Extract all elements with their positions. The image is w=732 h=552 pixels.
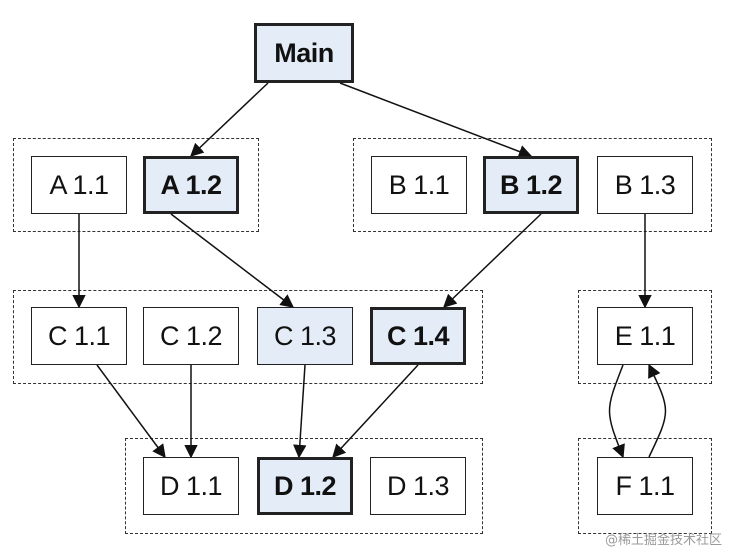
group-f xyxy=(578,438,712,534)
node-c13: C 1.3 xyxy=(257,307,353,365)
node-e11: E 1.1 xyxy=(597,307,693,365)
node-c14: C 1.4 xyxy=(370,307,466,365)
node-b13: B 1.3 xyxy=(597,156,693,214)
group-b xyxy=(353,138,712,232)
edge-b12-to-c14 xyxy=(443,213,542,308)
edge-c13-to-d12 xyxy=(293,364,307,459)
edge-e11-to-f11 xyxy=(608,364,625,459)
edge-main-to-b12 xyxy=(339,82,533,158)
edge-c11-to-d11 xyxy=(96,364,166,459)
node-d13: D 1.3 xyxy=(370,457,466,515)
edge-main-to-a12 xyxy=(190,82,269,157)
node-d11: D 1.1 xyxy=(143,457,239,515)
node-c11: C 1.1 xyxy=(31,307,127,365)
node-d12: D 1.2 xyxy=(257,457,353,515)
edge-a12-to-c13 xyxy=(170,213,295,308)
watermark: @稀土掘金技术社区 xyxy=(604,533,722,548)
node-c12: C 1.2 xyxy=(143,307,239,365)
group-c xyxy=(13,290,483,384)
node-b12: B 1.2 xyxy=(483,156,579,214)
node-main: Main xyxy=(254,23,354,83)
node-a12: A 1.2 xyxy=(143,156,239,214)
edge-c14-to-d12 xyxy=(332,364,419,458)
node-f11: F 1.1 xyxy=(597,457,693,515)
group-a xyxy=(13,138,259,232)
group-d xyxy=(125,438,483,534)
node-a11: A 1.1 xyxy=(31,156,127,214)
node-b11: B 1.1 xyxy=(371,156,467,214)
edge-f11-to-e11 xyxy=(648,363,667,458)
